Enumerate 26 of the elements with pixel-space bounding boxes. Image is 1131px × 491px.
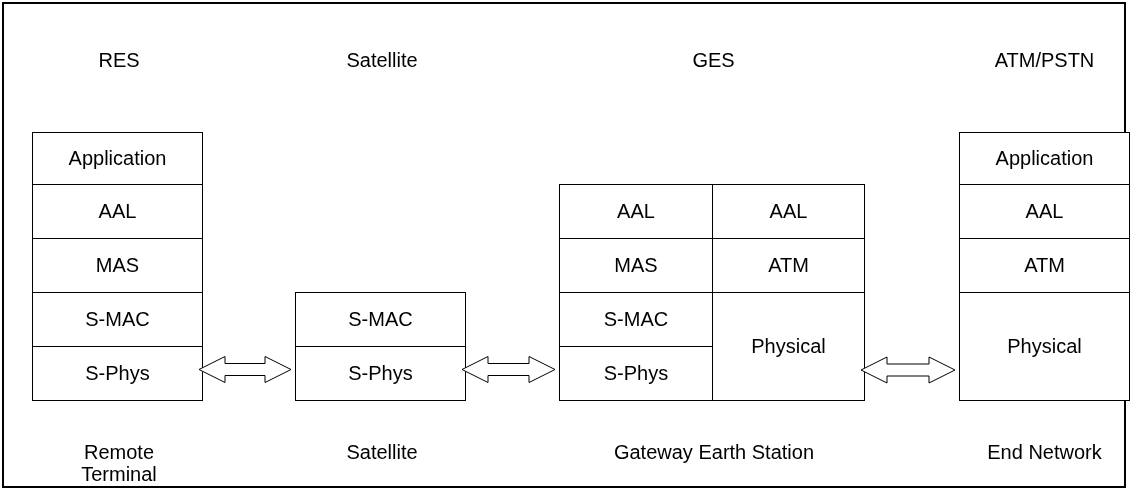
protocol-layer: Physical [959, 292, 1130, 401]
protocol-layer: S-Phys [295, 346, 466, 401]
protocol-layer: Application [959, 132, 1130, 185]
protocol-layer: AAL [959, 184, 1130, 239]
protocol-layer: AAL [559, 184, 713, 239]
protocol-layer: Application [32, 132, 203, 185]
stack-caption: Gateway Earth Station [612, 441, 816, 463]
protocol-layer: AAL [32, 184, 203, 239]
stack-heading: GES [691, 49, 736, 71]
double-arrow [198, 356, 292, 383]
protocol-layer: MAS [32, 238, 203, 293]
protocol-layer: S-MAC [32, 292, 203, 347]
protocol-layer: Physical [712, 292, 865, 401]
protocol-layer: S-Phys [32, 346, 203, 401]
stack-caption: Remote Terminal [80, 441, 158, 485]
stack-caption: Satellite [345, 441, 419, 463]
double-arrow [461, 356, 556, 383]
stack-heading: ATM/PSTN [993, 49, 1096, 71]
stack-heading: RES [97, 49, 141, 71]
protocol-layer: AAL [712, 184, 865, 239]
protocol-layer: ATM [959, 238, 1130, 293]
protocol-layer: S-Phys [559, 346, 713, 401]
double-arrow [860, 356, 956, 384]
stack-heading: Satellite [345, 49, 419, 71]
protocol-layer: S-MAC [295, 292, 466, 347]
stack-caption: End Network [986, 441, 1103, 463]
